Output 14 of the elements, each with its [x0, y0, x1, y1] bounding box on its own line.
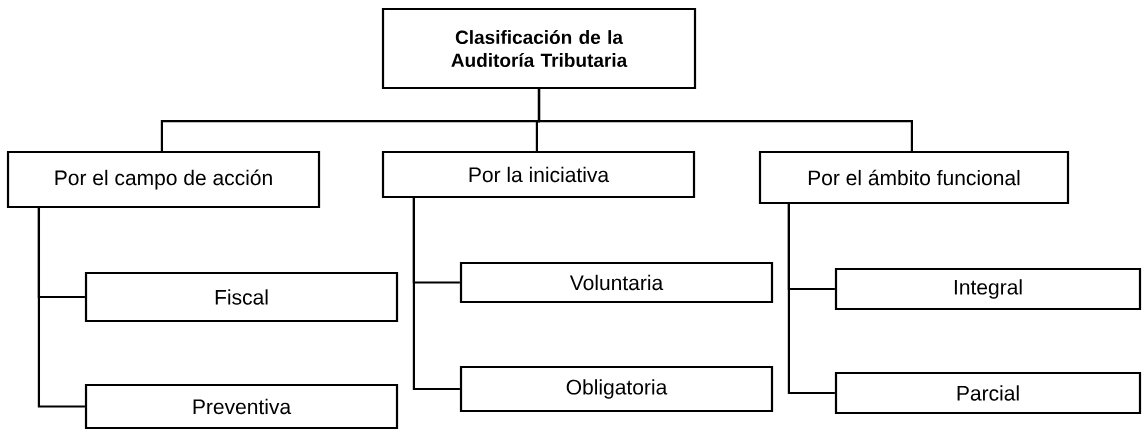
category-box: Por el campo de acción [6, 150, 321, 209]
connector-line [412, 198, 460, 391]
type-box: Obligatoria [459, 365, 774, 413]
connector-line [537, 89, 913, 151]
type-box: Integral [834, 267, 1142, 311]
type-box: Fiscal [84, 271, 399, 323]
type-box: Preventiva [84, 383, 399, 430]
category-box: Por el ámbito funcional [758, 150, 1070, 205]
connector-line [37, 208, 85, 408]
connector-line [787, 204, 835, 395]
type-box: Parcial [834, 371, 1142, 415]
title-box: Clasificación de la Auditoría Tributaria [381, 7, 697, 90]
type-box: Voluntaria [459, 261, 774, 304]
category-box: Por la iniciativa [381, 150, 696, 199]
